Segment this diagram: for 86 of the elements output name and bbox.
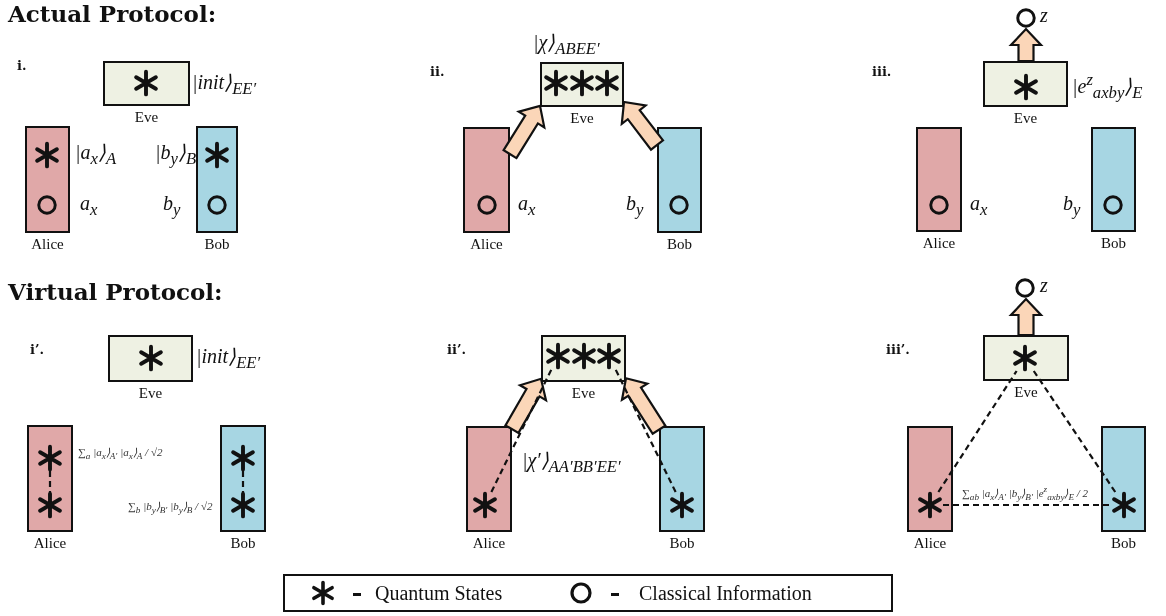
asterisk-icon bbox=[133, 70, 159, 96]
agent-name: Alice bbox=[470, 236, 503, 253]
state-label: a$_{x}$ bbox=[970, 192, 988, 220]
agent-name: Alice bbox=[913, 535, 947, 552]
state-label: |χ′⟩$_{AA′BB′EE′}$ bbox=[522, 448, 621, 477]
agent-name: Alice bbox=[922, 235, 956, 252]
panel-number: i. bbox=[17, 58, 27, 73]
legend-text: Quantum States bbox=[375, 582, 503, 605]
asterisk-icon bbox=[138, 345, 164, 371]
asterisk-icon bbox=[571, 343, 597, 369]
asterisk-icon bbox=[543, 70, 569, 96]
circle-icon bbox=[1102, 194, 1124, 216]
panel-number: iii’. bbox=[886, 342, 910, 357]
panel-number: i’. bbox=[30, 342, 44, 357]
block-arrow bbox=[502, 104, 546, 160]
asterisk-icon bbox=[1012, 345, 1038, 371]
asterisk-icon bbox=[204, 142, 230, 168]
circle-icon bbox=[1015, 7, 1037, 29]
state-label: z bbox=[1040, 274, 1048, 297]
block-arrow bbox=[620, 376, 667, 436]
agent-name: Bob bbox=[230, 535, 256, 552]
agent-name: Alice bbox=[31, 236, 64, 253]
asterisk-icon bbox=[37, 445, 63, 471]
state-label: z bbox=[1040, 4, 1048, 27]
panel-number: iii. bbox=[872, 64, 892, 79]
circle-icon bbox=[476, 194, 498, 216]
asterisk-icon bbox=[545, 343, 571, 369]
formula: ∑$_{a}$ |a$_{x}$⟩$_{A′}$ |a$_{x}$⟩$_{A}$ / √2 bbox=[78, 446, 163, 462]
panel-number: ii’. bbox=[447, 342, 466, 357]
state-label: |init⟩$_{EE′}$ bbox=[192, 70, 257, 99]
state-label: a$_{x}$ bbox=[80, 192, 98, 220]
state-label: |e$^{z}$$_{axby}$⟩$_{E}$ bbox=[1072, 70, 1143, 103]
circle-icon bbox=[36, 194, 58, 216]
dashed-connector bbox=[937, 370, 1018, 493]
agent-name: Eve bbox=[571, 385, 596, 402]
asterisk-icon bbox=[917, 492, 943, 518]
section-title: Actual Protocol: bbox=[8, 0, 217, 27]
dashed-connector bbox=[490, 368, 553, 493]
agent-name: Eve bbox=[138, 385, 163, 402]
agent-name: Eve bbox=[570, 110, 594, 127]
asterisk-icon bbox=[230, 445, 256, 471]
block-arrow bbox=[504, 377, 548, 435]
agent-name: Bob bbox=[667, 236, 692, 253]
state-label: b$_{y}$ bbox=[626, 192, 644, 220]
state-label: |b$_{y}$⟩$_{B}$ bbox=[155, 140, 197, 169]
circle-icon bbox=[928, 194, 950, 216]
circle-icon bbox=[1014, 277, 1036, 299]
asterisk-icon bbox=[669, 492, 695, 518]
asterisk-icon bbox=[569, 70, 595, 96]
agent-name: Eve bbox=[134, 109, 159, 126]
asterisk-icon bbox=[1111, 492, 1137, 518]
legend-text: Classical Information bbox=[639, 582, 812, 605]
asterisk-icon bbox=[37, 492, 63, 518]
dashed-connector bbox=[1032, 370, 1117, 493]
asterisk-icon bbox=[34, 142, 60, 168]
formula: ∑$_{b}$ |b$_{y}$⟩$_{B′}$ |b$_{y}$⟩$_{B}$ / √2 bbox=[128, 500, 213, 516]
dashed-connector bbox=[48, 471, 52, 492]
state-label: |χ⟩$_{ABEE′}$ bbox=[533, 30, 600, 59]
agent-name: Bob bbox=[669, 535, 695, 552]
section-title: Virtual Protocol: bbox=[8, 278, 223, 305]
state-label: b$_{y}$ bbox=[1063, 192, 1081, 220]
block-arrow bbox=[1008, 297, 1044, 337]
state-label: |a$_{x}$⟩$_{A}$ bbox=[75, 140, 117, 169]
panel-number: ii. bbox=[430, 64, 445, 79]
state-label: a$_{x}$ bbox=[518, 192, 536, 220]
state-label: b$_{y}$ bbox=[163, 192, 181, 220]
circle-icon bbox=[206, 194, 228, 216]
agent-name: Eve bbox=[1013, 110, 1038, 127]
agent-name: Alice bbox=[33, 535, 67, 552]
circle-icon bbox=[668, 194, 690, 216]
block-arrow bbox=[1008, 27, 1044, 63]
agent-name: Eve bbox=[1014, 384, 1038, 401]
agent-name: Bob bbox=[1111, 535, 1136, 552]
asterisk-icon bbox=[1013, 74, 1039, 100]
asterisk-icon bbox=[596, 343, 622, 369]
asterisk-icon bbox=[230, 492, 256, 518]
asterisk-icon bbox=[472, 492, 498, 518]
dashed-connector bbox=[241, 471, 245, 492]
dashed-connector bbox=[943, 503, 1111, 507]
block-arrow bbox=[620, 100, 665, 152]
asterisk-icon bbox=[594, 70, 620, 96]
agent-name: Alice bbox=[472, 535, 506, 552]
agent-name: Bob bbox=[1101, 235, 1126, 252]
state-label: |init⟩$_{EE′}$ bbox=[196, 344, 261, 373]
dashed-connector bbox=[614, 368, 677, 493]
agent-name: Bob bbox=[204, 236, 230, 253]
